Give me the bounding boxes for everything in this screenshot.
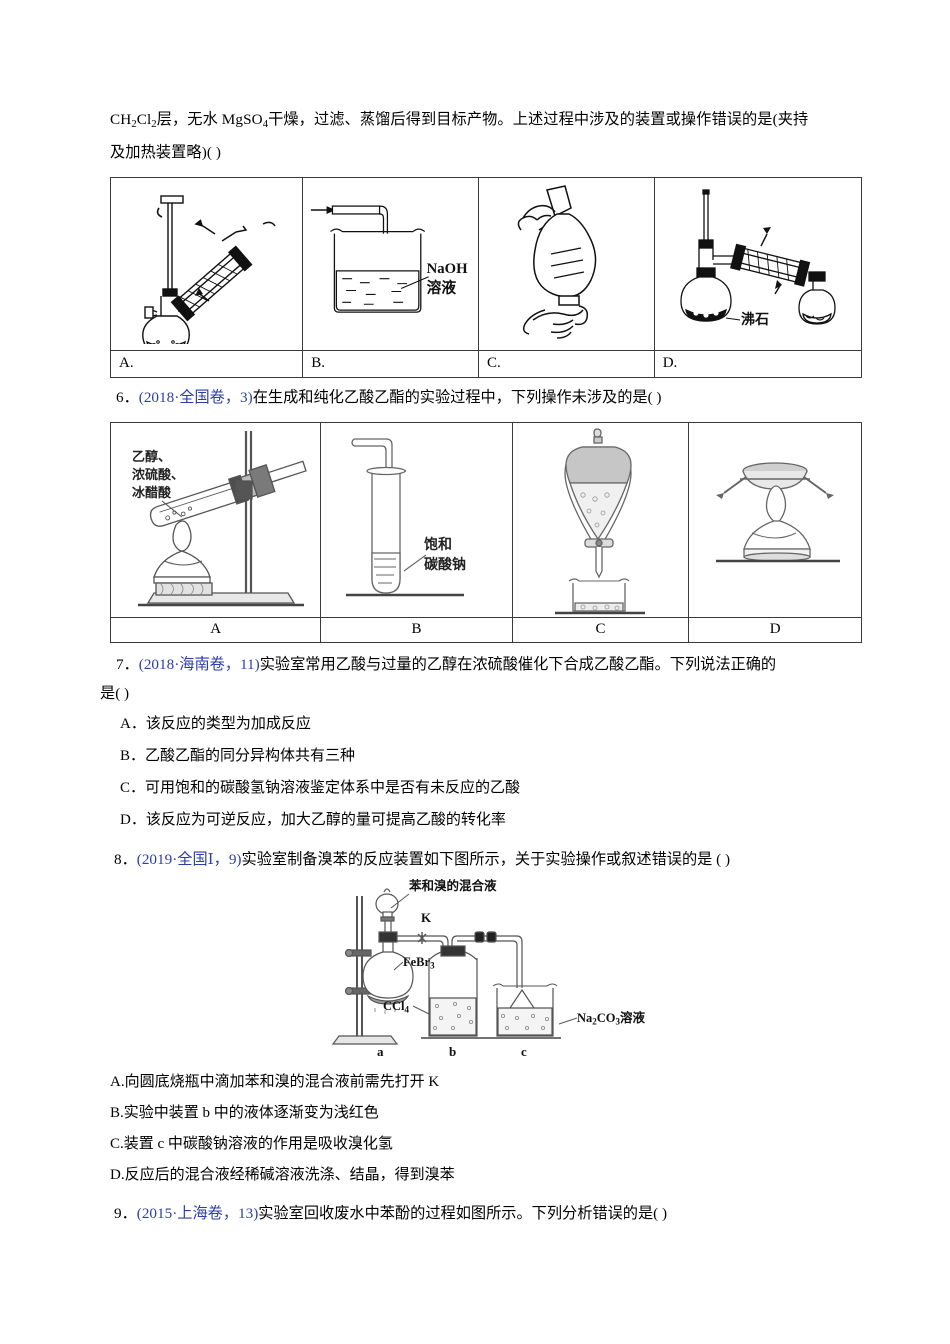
q6-cell-c[interactable] bbox=[511, 421, 690, 618]
febr3-label: FeBr3 bbox=[403, 955, 435, 971]
q6-label-a: A bbox=[109, 616, 322, 643]
sulfuric-acid-label: 浓硫酸、 bbox=[132, 467, 184, 483]
q9-source: (2015·上海卷，13) bbox=[136, 1204, 259, 1222]
q5-label-a: A. bbox=[109, 349, 304, 378]
benzene-bromine-mixture-label: 苯和溴的混合液 bbox=[408, 878, 497, 893]
q6-source: (2018·全国卷，3) bbox=[138, 388, 253, 406]
q6-text: 在生成和纯化乙酸乙酯的实验过程中，下列操作未涉及的是( ) bbox=[252, 388, 662, 406]
q7-option-c-label: C． bbox=[120, 779, 146, 796]
na2co3-solution-label: Na2CO3溶液 bbox=[577, 1010, 646, 1027]
q5-label-d: D. bbox=[653, 349, 863, 378]
q7-option-d-label: D． bbox=[120, 811, 146, 828]
q8-source: (2019·全国Ⅰ，9) bbox=[136, 850, 242, 868]
q6-cell-d[interactable] bbox=[688, 421, 862, 618]
q8-option-c[interactable]: C.装置 c 中碳酸钠溶液的作用是吸收溴化氢 bbox=[110, 1129, 862, 1160]
valve-k-label: K bbox=[421, 910, 432, 925]
q8-option-d-label: D. bbox=[110, 1166, 125, 1183]
q7-option-a-label: A． bbox=[120, 715, 146, 732]
q8-option-d[interactable]: D.反应后的混合液经稀碱溶液洗涤、结晶，得到溴苯 bbox=[110, 1160, 862, 1191]
esterification-heating-test-tube-icon: 乙醇、 浓硫酸、 冰醋酸 bbox=[111, 423, 320, 617]
saturated-label: 饱和 bbox=[424, 536, 452, 553]
q8-option-d-text: 反应后的混合液经稀碱溶液洗涤、结晶，得到溴苯 bbox=[124, 1166, 455, 1183]
q7-question-line2: 是( ) bbox=[100, 684, 130, 702]
document-content: CH2Cl2层，无水 MgSO4干燥，过滤、蒸馏后得到目标产物。上述过程中涉及的… bbox=[100, 106, 863, 1228]
separatory-funnel-over-beaker-icon bbox=[513, 423, 688, 617]
q7-option-a[interactable]: A．该反应的类型为加成反应 bbox=[110, 708, 862, 740]
q6-cell-a[interactable]: 乙醇、 浓硫酸、 冰醋酸 bbox=[109, 421, 322, 618]
device-label-b: b bbox=[449, 1044, 456, 1059]
distillation-with-boiling-chips-icon: 沸石 bbox=[655, 178, 861, 350]
q8-option-b[interactable]: B.实验中装置 b 中的液体逐渐变为浅红色 bbox=[110, 1098, 862, 1129]
q8-number: 8． bbox=[114, 850, 137, 868]
q7-option-c-text: 可用饱和的碳酸氢钠溶液鉴定体系中是否有未反应的乙酸 bbox=[145, 779, 521, 796]
saturated-sodium-carbonate-collection-tube-icon: 饱和 碳酸钠 bbox=[321, 423, 512, 617]
q6-label-b: B bbox=[320, 616, 513, 643]
q8-option-b-label: B. bbox=[110, 1104, 124, 1121]
table-row: A B C D bbox=[109, 616, 862, 643]
q8-option-a-label: A. bbox=[110, 1073, 125, 1090]
sodium-carbonate-label: 碳酸钠 bbox=[424, 556, 466, 573]
hand-holding-separatory-funnel-icon bbox=[479, 178, 654, 350]
naoh-label: NaOH bbox=[427, 261, 468, 277]
q8-option-b-text: 实验中装置 b 中的液体逐渐变为浅红色 bbox=[123, 1104, 379, 1121]
q8-figure: 苯和溴的混合液 K FeBr3 CCl4 Na2CO3溶液 a b c bbox=[110, 878, 862, 1065]
ethanol-label: 乙醇、 bbox=[132, 449, 171, 465]
q5-tail-paragraph: CH2Cl2层，无水 MgSO4干燥，过滤、蒸馏后得到目标产物。上述过程中涉及的… bbox=[110, 111, 809, 130]
solution-label: 溶液 bbox=[427, 278, 457, 296]
q7-source: (2018·海南卷，11) bbox=[138, 655, 260, 673]
q5-label-c: C. bbox=[477, 349, 655, 378]
distillation-with-condenser-icon bbox=[111, 178, 302, 350]
q9-text: 实验室回收废水中苯酚的过程如图所示。下列分析错误的是( ) bbox=[258, 1204, 668, 1222]
q7-option-c[interactable]: C．可用饱和的碳酸氢钠溶液鉴定体系中是否有未反应的乙酸 bbox=[110, 772, 862, 804]
table-row: NaOH 溶液 bbox=[109, 176, 863, 351]
boiling-chips-label: 沸石 bbox=[741, 311, 769, 328]
q8-option-c-label: C. bbox=[110, 1135, 124, 1152]
q6-label-d: D bbox=[688, 616, 862, 643]
q5-formula-ch2cl2: CH2Cl2 bbox=[110, 111, 157, 130]
q8-option-a[interactable]: A.向圆底烧瓶中滴加苯和溴的混合液前需先打开 K bbox=[110, 1067, 862, 1098]
q6-label-c: C bbox=[511, 616, 690, 643]
q7-question-line1: 7．(2018·海南卷，11)实验室常用乙酸与过量的乙醇在浓硫酸催化下合成乙酸乙… bbox=[110, 650, 862, 679]
q8-question: 8．(2019·全国Ⅰ，9)实验室制备溴苯的反应装置如下图所示，关于实验操作或叙… bbox=[110, 845, 862, 874]
q7-option-d[interactable]: D．该反应为可逆反应，加大乙醇的量可提高乙酸的转化率 bbox=[110, 804, 862, 836]
q8-option-a-text: 向圆底烧瓶中滴加苯和溴的混合液前需先打开 K bbox=[124, 1073, 440, 1090]
q5-tail-rest: 干燥，过滤、蒸馏后得到目标产物。上述过程中涉及的装置或操作错误的是(夹持 bbox=[268, 111, 809, 128]
q6-options-table: 乙醇、 浓硫酸、 冰醋酸 bbox=[109, 421, 862, 643]
q5-cell-b[interactable]: NaOH 溶液 bbox=[302, 176, 479, 351]
ccl4-label: CCl4 bbox=[383, 999, 410, 1015]
q5-cell-d[interactable]: 沸石 bbox=[653, 176, 863, 351]
gas-absorption-beaker-icon: NaOH 溶液 bbox=[303, 178, 478, 350]
q7-number: 7． bbox=[116, 655, 139, 673]
device-label-c: c bbox=[521, 1044, 527, 1059]
device-label-a: a bbox=[377, 1044, 384, 1059]
bromobenzene-preparation-apparatus-icon: 苯和溴的混合液 K FeBr3 CCl4 Na2CO3溶液 a b c bbox=[331, 878, 646, 1059]
q5-cell-a[interactable] bbox=[109, 176, 304, 351]
q9-question: 9．(2015·上海卷，13)实验室回收废水中苯酚的过程如图所示。下列分析错误的… bbox=[110, 1199, 862, 1228]
q7-option-d-text: 该反应为可逆反应，加大乙醇的量可提高乙酸的转化率 bbox=[145, 811, 506, 828]
q7-option-b-label: B． bbox=[120, 747, 146, 764]
table-row: A. B. C. D. bbox=[109, 349, 863, 378]
spacer bbox=[110, 412, 862, 422]
q6-question: 6．(2018·全国卷，3)在生成和纯化乙酸乙酯的实验过程中，下列操作未涉及的是… bbox=[110, 383, 862, 412]
acetic-acid-label: 冰醋酸 bbox=[132, 485, 172, 501]
q8-text: 实验室制备溴苯的反应装置如下图所示，关于实验操作或叙述错误的是 ( ) bbox=[241, 850, 731, 868]
q7-text: 实验室常用乙酸与过量的乙醇在浓硫酸催化下合成乙酸乙酯。下列说法正确的 bbox=[259, 655, 777, 673]
q9-number: 9． bbox=[114, 1204, 137, 1222]
q5-options-table: NaOH 溶液 bbox=[109, 176, 863, 378]
q7-option-a-text: 该反应的类型为加成反应 bbox=[145, 715, 311, 732]
q7-option-b-text: 乙酸乙酯的同分异构体共有三种 bbox=[145, 747, 356, 764]
evaporating-dish-on-alcohol-lamp-icon bbox=[689, 423, 861, 617]
q7-option-b[interactable]: B．乙酸乙酯的同分异构体共有三种 bbox=[110, 740, 862, 772]
q5-label-b: B. bbox=[302, 349, 479, 378]
table-row: 乙醇、 浓硫酸、 冰醋酸 bbox=[109, 421, 862, 618]
q8-option-c-text: 装置 c 中碳酸钠溶液的作用是吸收溴化氢 bbox=[123, 1135, 393, 1152]
q6-number: 6． bbox=[116, 388, 139, 406]
q5-cell-c[interactable] bbox=[477, 176, 655, 351]
q5-tail-line2: 及加热装置略)( ) bbox=[110, 143, 222, 161]
q5-tail-mid: 层，无水 MgSO bbox=[156, 111, 263, 128]
spacer bbox=[110, 167, 862, 177]
q6-cell-b[interactable]: 饱和 碳酸钠 bbox=[320, 421, 513, 618]
